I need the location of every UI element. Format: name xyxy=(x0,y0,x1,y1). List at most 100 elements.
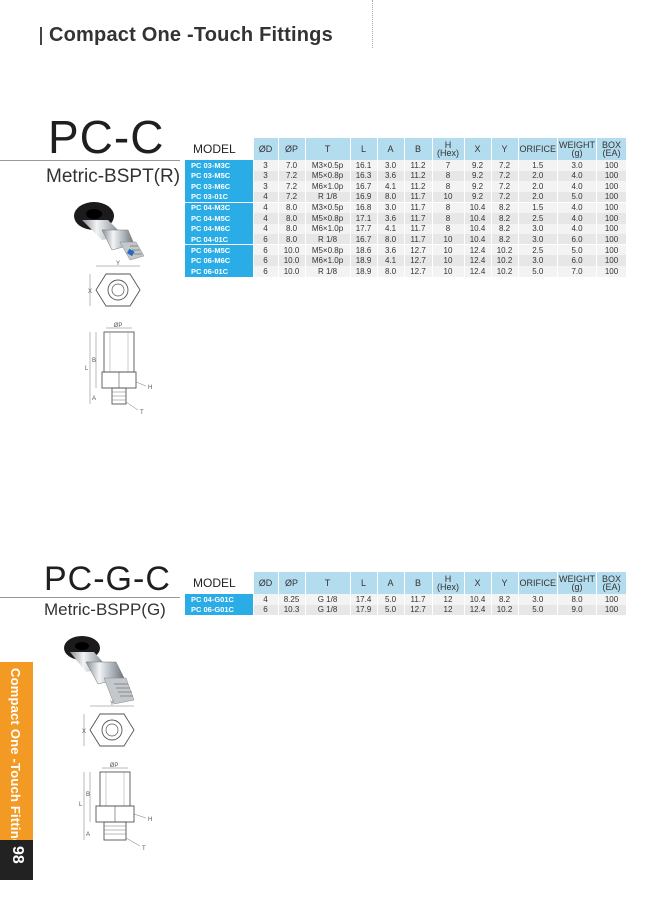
table-cell: 8.0 xyxy=(278,234,306,246)
table-cell: 4.1 xyxy=(377,223,405,235)
table-cell: 11.2 xyxy=(404,181,433,192)
table-cell: 7.2 xyxy=(278,181,306,192)
column-header: X xyxy=(464,138,492,160)
table-cell: 10.2 xyxy=(491,604,519,616)
table-cell: M5×0.8p xyxy=(305,212,351,224)
model-cell: PC 06-G01C xyxy=(185,604,254,616)
table-cell: 10.4 xyxy=(464,202,492,213)
table-cell: 11.7 xyxy=(404,202,433,213)
table-cell: 8.2 xyxy=(491,234,519,246)
model-subtitle: Metric-BSPT(R) xyxy=(46,166,181,187)
table-cell: 10.4 xyxy=(464,234,492,246)
table-cell: 16.3 xyxy=(350,170,378,182)
column-header: T xyxy=(305,572,351,594)
column-header: L xyxy=(350,138,378,160)
column-header: ORIFICE xyxy=(518,138,559,160)
column-header: WEIGHT(g) xyxy=(557,138,598,160)
table-cell: 11.2 xyxy=(404,160,433,171)
table-cell: 10.2 xyxy=(491,244,519,256)
table-cell: 10 xyxy=(432,244,465,256)
table-cell: 3.0 xyxy=(557,160,598,171)
table-cell: M6×1.0p xyxy=(305,223,351,235)
column-header-text: ØD xyxy=(258,144,273,154)
dim-t-label: T xyxy=(142,846,146,852)
table-cell: 4 xyxy=(253,594,279,605)
top-view-drawing: Y X xyxy=(88,261,141,307)
table-cell: 10 xyxy=(432,234,465,246)
table-cell: 8 xyxy=(432,170,465,182)
table-cell: 7.2 xyxy=(491,191,519,203)
page-number-box: 98 xyxy=(0,840,33,880)
table-cell: 6 xyxy=(253,244,279,256)
dim-l-label: L xyxy=(79,802,83,808)
model-cell: PC 04-01C xyxy=(185,234,254,246)
table-cell: 8.2 xyxy=(491,212,519,224)
table-cell: 7.2 xyxy=(278,170,306,182)
table-cell: 10.4 xyxy=(464,212,492,224)
side-tab: Compact One -Touch Fittings xyxy=(0,662,33,854)
model-cell: PC 03-M6C xyxy=(185,181,254,192)
table-cell: 3.0 xyxy=(377,160,405,171)
table-cell: 12.4 xyxy=(464,604,492,616)
table-cell: 16.9 xyxy=(350,191,378,203)
column-header: ØP xyxy=(278,138,306,160)
column-header-text: H xyxy=(444,574,452,584)
fitting-photo xyxy=(74,202,145,261)
table-cell: 8.0 xyxy=(377,234,405,246)
column-header-text: ORIFICE xyxy=(519,578,557,588)
table-cell: 2.5 xyxy=(518,212,559,224)
table-cell: 9.2 xyxy=(464,191,492,203)
table-cell: 7.2 xyxy=(491,170,519,182)
column-header: Y xyxy=(491,138,519,160)
table-cell: 8 xyxy=(432,202,465,213)
dim-p-label: ØP xyxy=(114,323,123,329)
table-cell: M6×1.0p xyxy=(305,255,351,266)
dim-y-label: Y xyxy=(116,261,120,267)
table-cell: 6.0 xyxy=(557,255,598,266)
table-cell: 5.0 xyxy=(518,265,559,277)
table-cell: 4.0 xyxy=(557,181,598,192)
table-cell: 12.7 xyxy=(404,265,433,277)
table-cell: 7.2 xyxy=(278,191,306,203)
table-cell: 100 xyxy=(596,202,628,213)
column-header: T xyxy=(305,138,351,160)
column-header-text: WEIGHT xyxy=(559,574,596,584)
column-header-text: ØP xyxy=(284,144,298,154)
column-header: X xyxy=(464,572,492,594)
table-cell: 7.0 xyxy=(278,160,306,171)
table-cell: 8 xyxy=(432,212,465,224)
header-bar xyxy=(40,26,42,45)
table-cell: G 1/8 xyxy=(305,604,351,616)
table-cell: 11.7 xyxy=(404,212,433,224)
table-cell: M5×0.8p xyxy=(305,170,351,182)
table-cell: R 1/8 xyxy=(305,234,351,246)
column-header-text: (EA) xyxy=(602,582,621,592)
model-cell: PC 06-M6C xyxy=(185,255,254,266)
table-cell: 12.7 xyxy=(404,244,433,256)
table-cell: 10.2 xyxy=(491,255,519,266)
table-cell: 100 xyxy=(596,244,628,256)
table-cell: 10.4 xyxy=(464,594,492,605)
table-cell: 16.1 xyxy=(350,160,378,171)
table-cell: 3.0 xyxy=(377,202,405,213)
column-header: H(Hex) xyxy=(432,572,465,594)
table-cell: 1.5 xyxy=(518,202,559,213)
table-cell: G 1/8 xyxy=(305,594,351,605)
table-cell: 6.0 xyxy=(557,234,598,246)
table-cell: 10.0 xyxy=(278,265,306,277)
dim-h-label: H xyxy=(148,817,152,823)
column-header: Y xyxy=(491,572,519,594)
table-cell: 11.7 xyxy=(404,191,433,203)
table-cell: 100 xyxy=(596,223,628,235)
table-cell: 16.7 xyxy=(350,234,378,246)
table-cell: 10 xyxy=(432,191,465,203)
fitting-photo xyxy=(64,636,135,705)
